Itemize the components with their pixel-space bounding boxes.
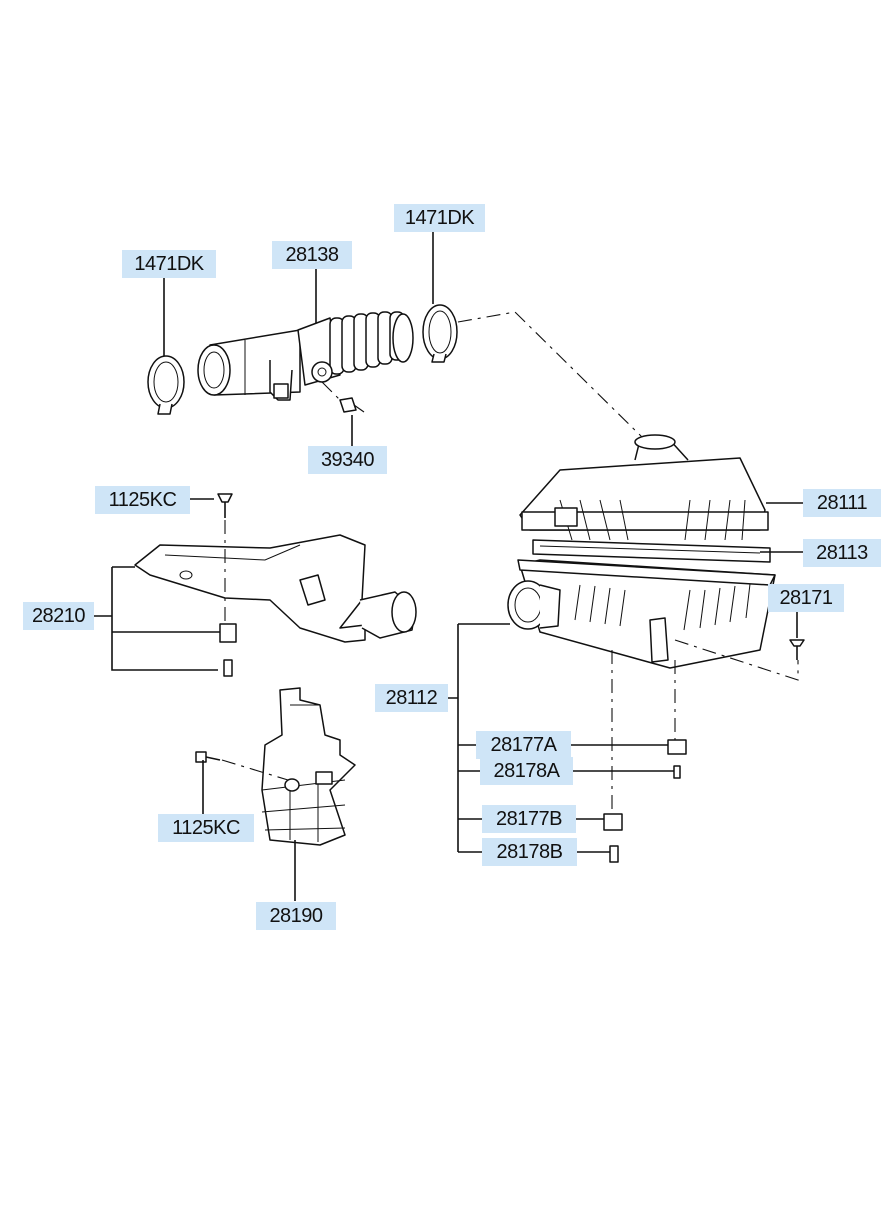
- bolt-bottom: [195, 751, 221, 763]
- body-mount-parts: [603, 739, 687, 863]
- label-28177b: 28177B: [482, 805, 576, 833]
- label-28113: 28113: [803, 539, 881, 567]
- hose-clamp-left: [147, 355, 185, 415]
- label-28171: 28171: [768, 584, 844, 612]
- label-1125kc-top: 1125KC: [95, 486, 190, 514]
- leader-lines: [94, 231, 803, 901]
- label-28111: 28111: [803, 489, 881, 517]
- label-28190: 28190: [256, 902, 336, 930]
- label-1471dk-right: 1471DK: [394, 204, 485, 232]
- label-28210: 28210: [23, 602, 94, 630]
- label-39340: 39340: [308, 446, 387, 474]
- air-cleaner-assembly: [507, 434, 776, 669]
- air-duct: [134, 534, 417, 643]
- label-28138: 28138: [272, 241, 352, 269]
- duct-grommet: [219, 623, 237, 643]
- hose-clamp-right: [422, 304, 458, 363]
- label-1471dk-left: 1471DK: [122, 250, 216, 278]
- intake-temp-sensor: [321, 381, 365, 413]
- bolt-28171: [789, 639, 805, 660]
- label-1125kc-bottom: 1125KC: [158, 814, 254, 842]
- label-28178a: 28178A: [480, 757, 573, 785]
- bolt-top: [217, 493, 233, 518]
- label-28178b: 28178B: [482, 838, 577, 866]
- duct-pin: [223, 659, 233, 677]
- label-28177a: 28177A: [476, 731, 571, 759]
- resonator: [261, 687, 356, 846]
- intake-hose: [197, 311, 414, 401]
- label-28112: 28112: [375, 684, 448, 712]
